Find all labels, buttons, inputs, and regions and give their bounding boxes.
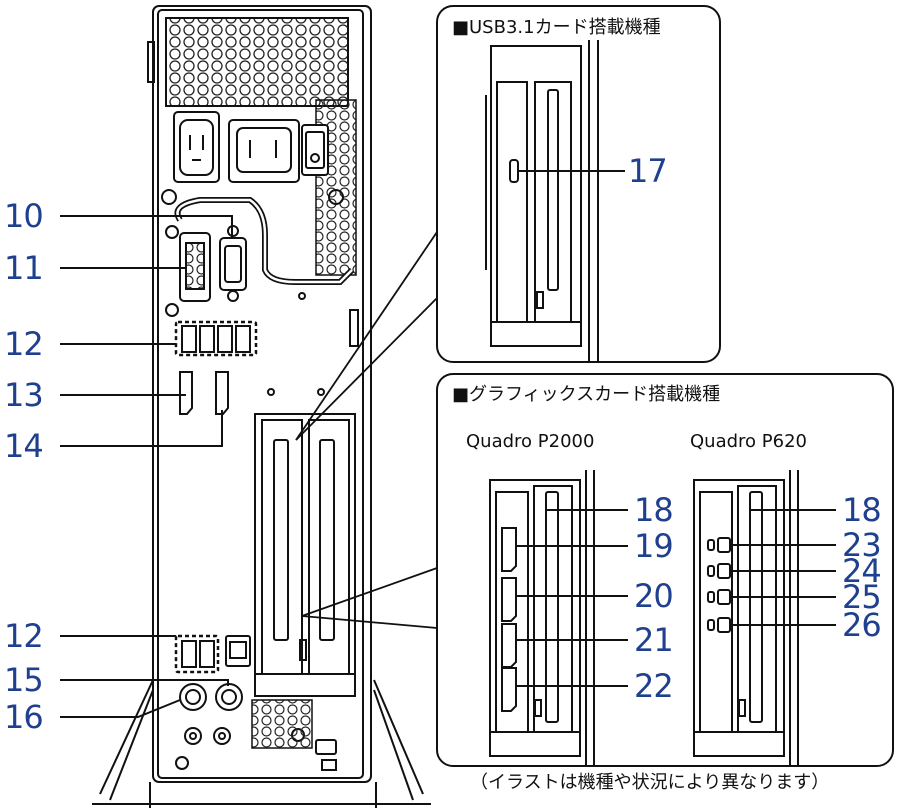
pc-chassis	[147, 5, 372, 783]
callout-12-upper: 12	[4, 325, 44, 363]
callout-18-p2000: 18	[634, 491, 674, 529]
callout-21: 21	[634, 621, 674, 659]
callout-20: 20	[634, 577, 674, 615]
callout-15: 15	[4, 661, 44, 699]
callout-23: 23	[842, 526, 882, 564]
zoom-wedges	[295, 231, 438, 629]
footnote: （イラストは機種や状況により異なります）	[470, 772, 830, 793]
usb31-panel	[436, 5, 721, 363]
callout-19: 19	[634, 527, 674, 565]
callout-13: 13	[4, 376, 44, 414]
model-quadro-p2000: Quadro P2000	[466, 431, 595, 452]
callout-17: 17	[628, 152, 668, 190]
callout-14: 14	[4, 427, 44, 465]
callout-16: 16	[4, 698, 44, 736]
tower-leader-lines	[60, 215, 233, 718]
callout-22: 22	[634, 667, 674, 705]
callout-25: 25	[842, 578, 882, 616]
graphics-panel-title: ■グラフィックスカード搭載機種	[452, 384, 721, 405]
callout-18-p620: 18	[842, 491, 882, 529]
usb31-panel-title: ■USB3.1カード搭載機種	[452, 17, 661, 38]
callout-26: 26	[842, 606, 882, 644]
callout-10: 10	[4, 197, 44, 235]
callout-12-lower: 12	[4, 617, 44, 655]
callout-24: 24	[842, 552, 882, 590]
callout-11: 11	[4, 249, 44, 287]
pc-stand	[92, 679, 431, 808]
model-quadro-p620: Quadro P620	[690, 431, 807, 452]
graphics-panel	[436, 373, 894, 767]
